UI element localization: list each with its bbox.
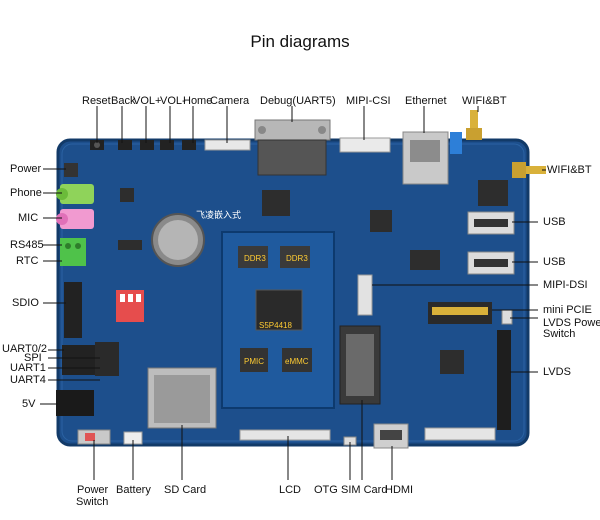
label-5v: 5V [22, 398, 36, 410]
lvds-header [497, 330, 511, 430]
sdio-header [64, 282, 82, 338]
debug-db9-connector [254, 119, 331, 176]
label-home: Home [183, 95, 213, 107]
label-ethernet: Ethernet [405, 95, 447, 107]
dip-switch [116, 290, 144, 322]
label-wifi-bt-top: WIFI&BT [462, 95, 507, 107]
lcd-connector [239, 429, 331, 441]
diagram-title: Pin diagrams [250, 32, 350, 51]
label-rs485: RS485 [10, 239, 44, 251]
top-buttons [90, 140, 196, 150]
label-sim-card: SIM Card [341, 484, 388, 496]
label-power-switch-2: Switch [76, 496, 109, 508]
label-wifi-bt-right: WIFI&BT [547, 164, 592, 176]
label-mini-pcie: mini PCIE [543, 304, 592, 316]
uart-headers [62, 342, 119, 376]
dc-5v-jack [56, 390, 94, 416]
ethernet-jack [402, 131, 449, 185]
label-mipi-dsi: MIPI-DSI [543, 279, 588, 291]
label-uart02: UART0/2 [2, 343, 48, 355]
core-module: DDR3 DDR3 S5P4418 PMIC eMMC [221, 231, 335, 409]
label-power-switch-1: Power [77, 484, 109, 496]
label-sdio: SDIO [12, 297, 39, 309]
sd-card-slot [147, 367, 217, 429]
label-sd-card: SD Card [164, 484, 207, 496]
svg-text:DDR3: DDR3 [244, 254, 266, 263]
label-reset: Reset [82, 95, 111, 107]
label-mic: MIC [18, 212, 39, 224]
label-vol-minus: VOL- [160, 95, 186, 107]
label-usb-2: USB [543, 256, 566, 268]
svg-text:eMMC: eMMC [285, 357, 309, 366]
callout-lines [40, 106, 546, 480]
mipi-dsi-connector [357, 274, 373, 316]
label-lvds-power: LVDS Power [543, 317, 600, 329]
lvds-power-switch [501, 309, 513, 325]
label-back: Back [111, 95, 136, 107]
wifi-antenna-top [466, 110, 482, 140]
label-uart1: UART1 [10, 362, 46, 374]
label-uart4: UART4 [10, 374, 46, 386]
label-phone: Phone [10, 187, 42, 199]
label-lcd: LCD [279, 484, 302, 496]
hdmi-connector [373, 423, 409, 449]
label-lvds-power-switch: Switch [543, 328, 576, 340]
label-debug: Debug(UART5) [260, 95, 336, 107]
label-mipi-csi: MIPI-CSI [346, 95, 391, 107]
brand-text: 飞凌嵌入式 [196, 209, 241, 221]
power-jack [64, 163, 78, 177]
svg-text:DDR3: DDR3 [286, 254, 308, 263]
label-camera: Camera [210, 95, 250, 107]
mipi-csi-connector [339, 137, 391, 153]
mini-pcie-slot [428, 302, 492, 324]
label-vol-plus: VOL+ [133, 95, 162, 107]
label-power: Power [10, 163, 42, 175]
rtc-coin-cell [151, 213, 205, 267]
label-spi: SPI [24, 352, 42, 364]
label-otg: OTG [314, 484, 338, 496]
sim-card-slot [339, 325, 381, 405]
svg-text:S5P4418: S5P4418 [259, 321, 292, 330]
label-hdmi: HDMI [385, 484, 414, 496]
audio-jacks [56, 184, 94, 229]
label-battery: Battery [116, 484, 151, 496]
label-usb-1: USB [543, 216, 566, 228]
label-rtc: RTC [16, 255, 39, 267]
wifi-antenna-right [512, 162, 546, 178]
svg-text:PMIC: PMIC [244, 357, 264, 366]
rs485-terminal [60, 238, 86, 266]
label-lvds: LVDS [543, 366, 571, 378]
